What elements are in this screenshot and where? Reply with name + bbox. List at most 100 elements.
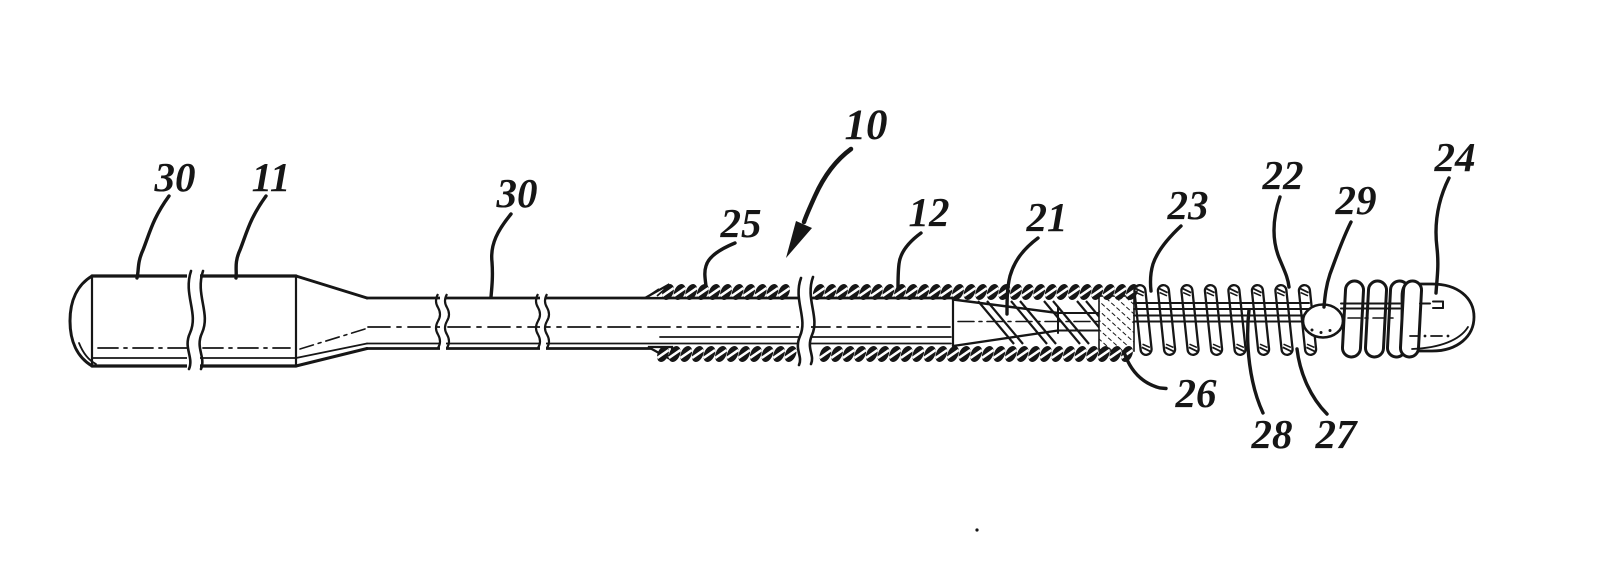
- coil-turn: [714, 346, 728, 362]
- coil-turn: [742, 284, 756, 300]
- grip-taper-centerline: [299, 328, 366, 350]
- coil-turn: [998, 284, 1011, 300]
- coil-turn: [935, 346, 948, 362]
- leader-12: [896, 231, 923, 291]
- coil-turn: [1114, 284, 1127, 300]
- coil-turn: [737, 346, 751, 362]
- open-coil-loop: [1133, 284, 1153, 356]
- coil-turn: [1032, 284, 1046, 300]
- coil-turn: [905, 284, 918, 300]
- distal-spring-loop: [1340, 279, 1366, 359]
- coil-turn: [830, 346, 844, 362]
- ref-label-27: 27: [1315, 411, 1359, 457]
- coil-turn: [1009, 284, 1023, 300]
- tip-dome-detail: [1409, 300, 1469, 350]
- leader-11: [234, 194, 268, 280]
- coil-turn: [1097, 346, 1111, 362]
- grip-taper-bottom: [294, 347, 369, 368]
- weld-ball: [1301, 303, 1345, 339]
- coil-turn: [668, 346, 681, 362]
- shaft-break-mark-1: [434, 293, 451, 351]
- ref-label-10: 10: [845, 102, 888, 149]
- leader-21: [1005, 236, 1040, 316]
- coil-turn: [870, 284, 884, 300]
- grip-taper-top: [294, 274, 369, 300]
- coil-turn: [1109, 346, 1122, 362]
- ref-label-30b: 30: [496, 170, 538, 216]
- open-coil-loop: [1227, 284, 1247, 356]
- coil-turn: [1120, 346, 1134, 362]
- arrowhead-10: [786, 221, 812, 258]
- leader-lines: [135, 146, 1451, 416]
- coil-turn: [1090, 284, 1104, 300]
- ref-label-12: 12: [909, 189, 950, 235]
- coil-turn: [703, 346, 716, 362]
- coil-turn: [812, 284, 826, 300]
- coil-turn: [719, 284, 733, 300]
- leader-22: [1272, 195, 1291, 289]
- coil-turn: [853, 346, 867, 362]
- distal-spring-loops: [1340, 279, 1424, 359]
- coil-turn: [940, 284, 953, 300]
- ref-label-21: 21: [1026, 194, 1068, 240]
- coil-turn: [784, 346, 797, 362]
- leader-26: [1122, 350, 1168, 391]
- core-taper: [951, 297, 1102, 348]
- coil-break-mark: [796, 275, 816, 367]
- open-coil-loops: [1133, 284, 1318, 356]
- coil-turn: [993, 346, 1006, 362]
- taper-bottom-edge: [951, 329, 1060, 348]
- coil-turn: [696, 284, 710, 300]
- ref-label-11: 11: [252, 154, 291, 200]
- coil-bottom-row: [656, 346, 1134, 362]
- coil-turn: [1039, 346, 1053, 362]
- coil-turn: [772, 346, 786, 362]
- coil-turn: [824, 284, 837, 300]
- coil-turn: [1079, 284, 1092, 300]
- distal-spring-loop: [1398, 279, 1424, 359]
- coil-turn: [900, 346, 913, 362]
- reference-numerals: 30 11 30 25 10 12 21 23 22 29 24 26 28 2…: [154, 102, 1476, 457]
- coil-turn: [986, 284, 1000, 300]
- leader-30a: [135, 194, 171, 280]
- coil-turn: [974, 284, 988, 300]
- coil-turn: [877, 346, 890, 362]
- coil-turn: [777, 284, 791, 300]
- coil-turn: [1074, 346, 1087, 362]
- open-coil-loop: [1180, 284, 1200, 356]
- coil-turn: [1056, 284, 1069, 300]
- coil-turn: [754, 284, 768, 300]
- leader-29: [1322, 220, 1353, 309]
- coil-turn: [761, 346, 774, 362]
- coil-turn: [958, 346, 971, 362]
- coil-turn: [1062, 346, 1076, 362]
- proximal-grip-body: [68, 274, 369, 368]
- core-shaft: [365, 296, 955, 350]
- grip-end-cap: [68, 274, 94, 368]
- coil-turn: [731, 284, 744, 300]
- coil-turn: [1027, 346, 1041, 362]
- coil-turn: [679, 346, 693, 362]
- coil-turn: [888, 346, 902, 362]
- coil-turn: [847, 284, 860, 300]
- coil-turn: [911, 346, 925, 362]
- coil-turn: [1102, 284, 1116, 300]
- coil-turn: [835, 284, 849, 300]
- coil-turn: [923, 346, 937, 362]
- leader-24: [1434, 176, 1451, 295]
- ref-label-24: 24: [1434, 134, 1476, 180]
- open-coil-loop: [1156, 284, 1177, 356]
- ref-label-28: 28: [1251, 411, 1293, 457]
- coil-turn: [865, 346, 879, 362]
- coil-turn: [1085, 346, 1099, 362]
- coil-turn: [981, 346, 995, 362]
- coil-turn: [691, 346, 705, 362]
- ref-label-26: 26: [1175, 370, 1218, 416]
- print-speck: [975, 528, 979, 532]
- coil-turn: [858, 284, 872, 300]
- ref-label-22: 22: [1262, 152, 1304, 198]
- ref-label-30a: 30: [154, 154, 196, 200]
- ref-label-29: 29: [1335, 177, 1377, 223]
